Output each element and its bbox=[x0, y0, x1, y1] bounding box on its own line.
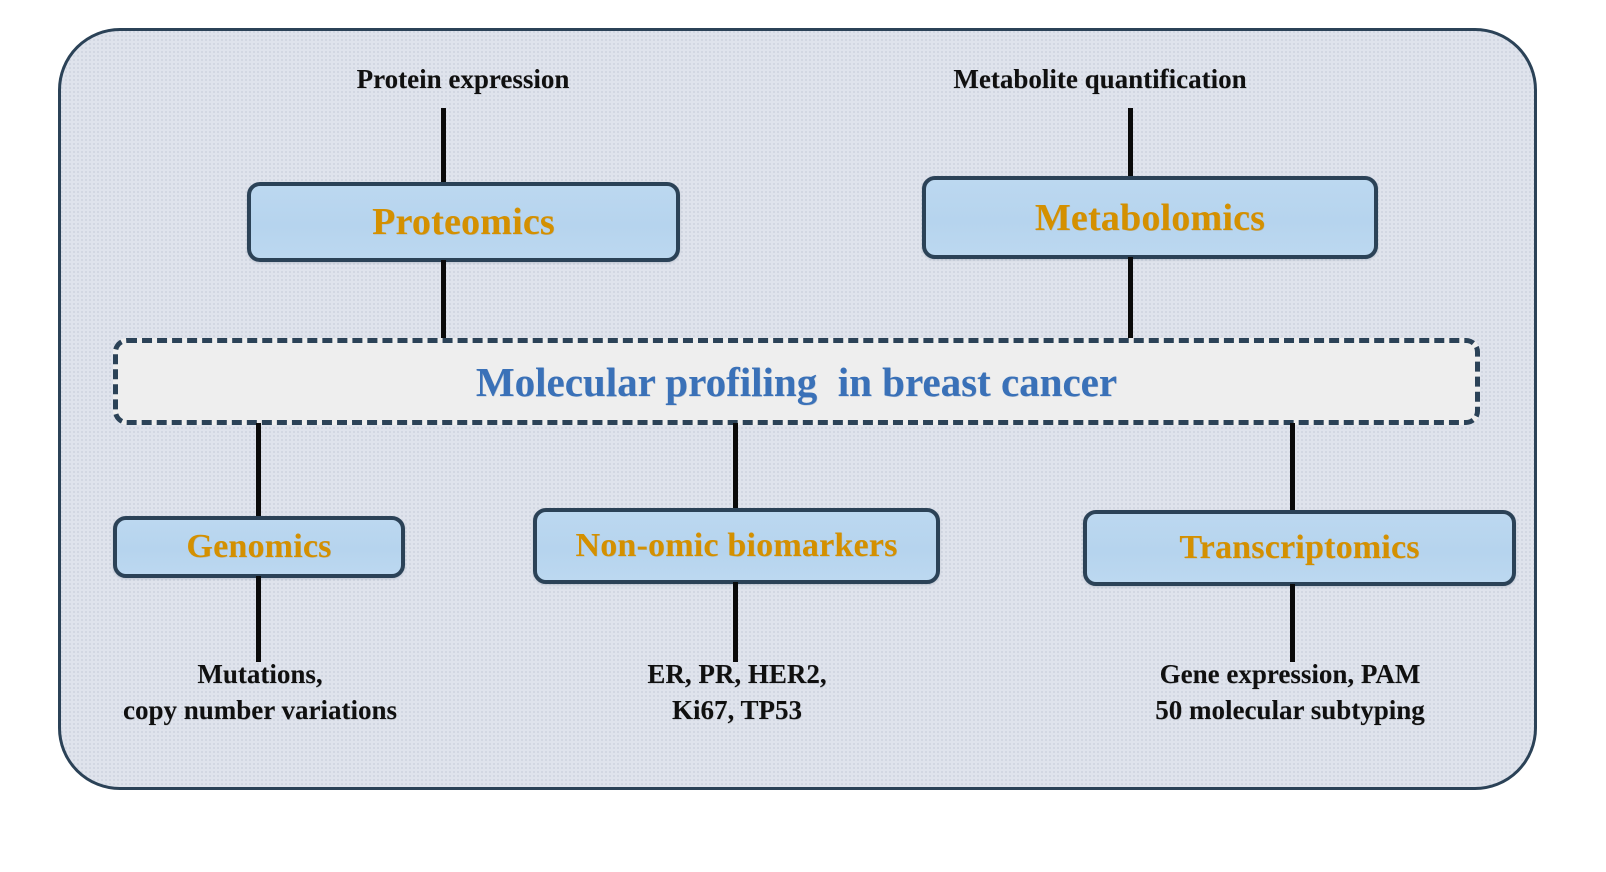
node-metabolomics[interactable]: Metabolomics bbox=[922, 176, 1378, 259]
connector-center-to-transcriptomics bbox=[1290, 423, 1295, 513]
caption-metabolite-quantification: Metabolite quantification bbox=[953, 64, 1247, 94]
node-non-omic-biomarkers-label: Non-omic biomarkers bbox=[575, 527, 898, 564]
node-proteomics-label: Proteomics bbox=[372, 201, 555, 243]
connector-protein-expression-to-proteomics bbox=[441, 108, 446, 184]
connector-proteomics-to-center bbox=[441, 260, 446, 340]
node-genomics-label: Genomics bbox=[186, 528, 332, 565]
node-genomics[interactable]: Genomics bbox=[113, 516, 405, 578]
connector-metabolite-quantification-to-metabolomics bbox=[1128, 108, 1133, 184]
connector-center-to-non-omic-biomarkers bbox=[733, 423, 738, 511]
node-transcriptomics-label: Transcriptomics bbox=[1179, 529, 1420, 566]
node-metabolomics-label: Metabolomics bbox=[1034, 196, 1266, 239]
caption-transcriptomics-details: Gene expression, PAM 50 molecular subtyp… bbox=[1155, 659, 1425, 725]
connector-transcriptomics-to-caption bbox=[1290, 584, 1295, 662]
caption-non-omic-biomarkers-details: ER, PR, HER2, Ki67, TP53 bbox=[647, 659, 827, 725]
connector-center-to-genomics bbox=[256, 423, 261, 519]
caption-genomics-details: Mutations, copy number variations bbox=[122, 659, 398, 725]
center-banner[interactable]: Molecular profiling in breast cancer bbox=[113, 338, 1480, 425]
node-transcriptomics[interactable]: Transcriptomics bbox=[1083, 510, 1516, 586]
caption-protein-expression: Protein expression bbox=[356, 64, 570, 94]
connector-metabolomics-to-center bbox=[1128, 257, 1133, 340]
node-non-omic-biomarkers[interactable]: Non-omic biomarkers bbox=[533, 508, 940, 584]
connector-genomics-to-caption bbox=[256, 576, 261, 662]
connector-non-omic-biomarkers-to-caption bbox=[733, 582, 738, 662]
node-proteomics[interactable]: Proteomics bbox=[247, 182, 680, 262]
center-banner-title: Molecular profiling in breast cancer bbox=[475, 358, 1118, 405]
